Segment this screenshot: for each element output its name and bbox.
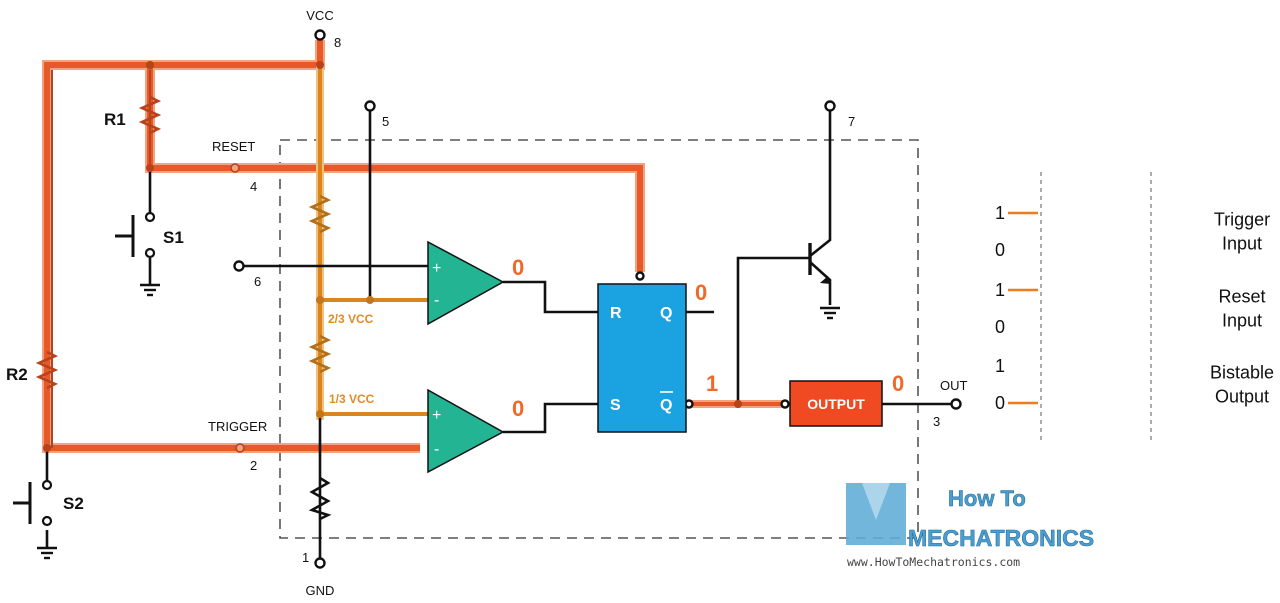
watermark-howto: How To — [948, 486, 1026, 511]
timing-low-label: 0 — [995, 393, 1005, 413]
comparator-lower-plus: + — [432, 407, 441, 424]
timing-signal-name: Input — [1222, 311, 1262, 331]
vcc-pin-number: 8 — [334, 35, 341, 50]
ground-icon — [820, 306, 840, 320]
timing-signal-name: Bistable — [1210, 363, 1274, 383]
output-state: 0 — [892, 371, 904, 396]
s2-label: S2 — [63, 494, 84, 513]
ff-r-label: R — [610, 305, 622, 322]
watermark-url: www.HowToMechatronics.com — [847, 555, 1020, 569]
junction-dots — [43, 61, 742, 452]
ff-qbar-label: Q — [660, 397, 672, 414]
resistor-divider-mid — [308, 334, 332, 374]
timing-panel: 10TriggerInput10ResetInput10BistableOutp… — [995, 203, 1274, 413]
ff-q-state: 0 — [695, 280, 707, 305]
comparator-upper-plus: + — [432, 260, 441, 277]
comparator-upper — [427, 240, 505, 326]
terminals — [233, 29, 962, 569]
timing-high-label: 1 — [995, 356, 1005, 376]
transistor-emitter-arrow — [820, 276, 831, 284]
two-thirds-vcc-label: 2/3 VCC — [328, 312, 374, 326]
trigger-label: TRIGGER — [208, 419, 267, 434]
reference-wires — [316, 65, 428, 420]
ic-boundary — [279, 139, 919, 539]
timing-low-label: 0 — [995, 240, 1005, 260]
reset-pin-number: 4 — [250, 179, 257, 194]
ff-s-label: S — [610, 397, 621, 414]
watermark-logo: How To MECHATRONICS www.HowToMechatronic… — [846, 483, 1094, 569]
timing-low-label: 0 — [995, 317, 1005, 337]
s1-label: S1 — [163, 228, 184, 247]
resistor-r2 — [35, 350, 59, 390]
black-wires — [45, 108, 954, 560]
resistor-divider-bottom — [308, 476, 332, 521]
comparator-upper-state: 0 — [512, 255, 524, 280]
pin7-number: 7 — [848, 114, 855, 129]
comparator-lower-state: 0 — [512, 396, 524, 421]
comparator-lower-minus: - — [434, 441, 439, 458]
reset-terminal — [230, 163, 240, 173]
pin5-number: 5 — [382, 114, 389, 129]
gnd-pin-number: 1 — [302, 550, 309, 565]
timing-signal-name: Input — [1222, 234, 1262, 254]
timing-signal-name: Reset — [1218, 287, 1265, 307]
trigger-pin-number: 2 — [250, 458, 257, 473]
one-third-vcc-label: 1/3 VCC — [329, 392, 375, 406]
vcc-label: VCC — [306, 8, 333, 23]
timing-signal-name: Trigger — [1214, 210, 1270, 230]
switch-s1 — [115, 211, 156, 259]
trigger-terminal — [235, 443, 245, 453]
ground-icon — [140, 283, 160, 297]
active-wires — [42, 40, 786, 453]
pin6-number: 6 — [254, 274, 261, 289]
flip-flop — [597, 283, 687, 433]
r2-label: R2 — [6, 365, 28, 384]
resistor-divider-top — [308, 194, 332, 234]
out-label: OUT — [940, 378, 968, 393]
ground-icon — [37, 546, 57, 560]
ff-q-label: Q — [660, 305, 672, 322]
output-block — [789, 380, 883, 427]
r1-label: R1 — [104, 110, 126, 129]
resistor-r1 — [138, 95, 162, 135]
comparator-lower — [427, 388, 505, 474]
timing-high-label: 1 — [995, 203, 1005, 223]
out-pin-number: 3 — [933, 414, 940, 429]
watermark-mechatronics: MECHATRONICS — [908, 525, 1094, 551]
gnd-label: GND — [306, 583, 335, 598]
reset-label: RESET — [212, 139, 255, 154]
output-block-label: OUTPUT — [807, 396, 865, 412]
comparator-upper-minus: - — [434, 292, 439, 309]
timing-high-label: 1 — [995, 280, 1005, 300]
timing-signal-name: Output — [1215, 387, 1269, 407]
ff-qbar-state: 1 — [706, 371, 718, 396]
switch-s2 — [13, 479, 53, 527]
